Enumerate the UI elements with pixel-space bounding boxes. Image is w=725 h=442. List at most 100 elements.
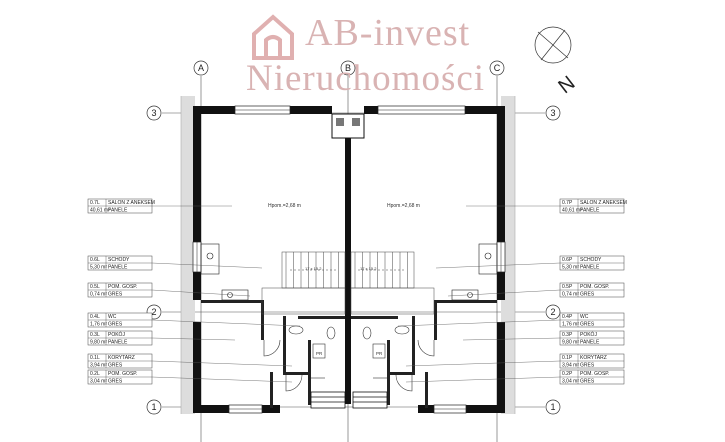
room-floor: GRES bbox=[580, 321, 595, 327]
room-area: 40,61 m² bbox=[90, 207, 110, 213]
room-name: WC bbox=[580, 314, 589, 320]
room-code: 0.2L bbox=[90, 371, 100, 377]
room-code: 0.7L bbox=[90, 200, 100, 206]
north-arrow: N bbox=[534, 26, 579, 98]
axis-bubble-c: C bbox=[489, 60, 505, 76]
axis-bubble-a: A bbox=[193, 60, 209, 76]
room-area: 5,30 m² bbox=[562, 264, 579, 270]
axis-label-a: A bbox=[198, 63, 204, 73]
room-code: 0.5P bbox=[562, 284, 573, 290]
room-floor: PANELE bbox=[580, 339, 600, 345]
watermark-line-1: AB-invest bbox=[305, 12, 471, 54]
room-name: SCHODY bbox=[108, 257, 130, 263]
room-floor: PANELE bbox=[580, 264, 600, 270]
axis-bubble-3-left: 3 bbox=[146, 105, 162, 121]
stairs-note-left: 17 x 15,2 bbox=[305, 266, 322, 271]
room-floor: PANELE bbox=[108, 207, 128, 213]
logo-house-icon bbox=[252, 14, 294, 60]
axis-label-3-right: 3 bbox=[550, 108, 555, 118]
room-floor: GRES bbox=[108, 321, 123, 327]
room-code: 0.7P bbox=[562, 200, 573, 206]
room-name: POM. GOSP. bbox=[108, 284, 137, 290]
axis-bubble-2-right: 2 bbox=[545, 304, 561, 320]
room-area: 0,74 m² bbox=[90, 291, 107, 297]
axis-bubble-1-left: 1 bbox=[146, 399, 162, 415]
ceiling-height-left: Hpom.=2,68 m bbox=[268, 203, 301, 209]
chimney-ducts bbox=[331, 113, 365, 139]
room-area: 3,04 m² bbox=[90, 378, 107, 384]
room-name: WC bbox=[108, 314, 117, 320]
room-floor: GRES bbox=[108, 362, 123, 368]
room-code: 0.6P bbox=[562, 257, 573, 263]
room-floor: GRES bbox=[108, 291, 123, 297]
room-area: 9,80 m² bbox=[90, 339, 107, 345]
window-glazing bbox=[196, 109, 502, 410]
axis-bubble-b: B bbox=[340, 60, 356, 76]
room-floor: PANELE bbox=[108, 339, 128, 345]
stairs-note-right: 17 x 15,2 bbox=[360, 266, 377, 271]
axis-label-1-right: 1 bbox=[550, 402, 555, 412]
room-code: 0.4L bbox=[90, 314, 100, 320]
room-name: POM. GOSP. bbox=[580, 284, 609, 290]
room-area: 0,74 m² bbox=[562, 291, 579, 297]
room-name: KORYTARZ bbox=[580, 355, 607, 361]
room-name: SCHODY bbox=[580, 257, 602, 263]
room-area: 3,94 m² bbox=[90, 362, 107, 368]
room-code: 0.1L bbox=[90, 355, 100, 361]
room-code: 0.3L bbox=[90, 332, 100, 338]
room-area: 9,80 m² bbox=[562, 339, 579, 345]
room-floor: GRES bbox=[580, 291, 595, 297]
room-name: KORYTARZ bbox=[108, 355, 135, 361]
axis-label-1-left: 1 bbox=[151, 402, 156, 412]
room-name: SALON Z ANEKSEM bbox=[108, 200, 155, 206]
room-name: POM. GOSP. bbox=[580, 371, 609, 377]
exterior-walls bbox=[193, 106, 505, 413]
axis-label-2-right: 2 bbox=[550, 307, 555, 317]
room-area: 1,76 m² bbox=[562, 321, 579, 327]
watermark-line-2: Nieruchomości bbox=[246, 58, 486, 99]
axis-label-b: B bbox=[345, 63, 351, 73]
room-name: POM. GOSP. bbox=[108, 371, 137, 377]
axis-label-2-left: 2 bbox=[151, 307, 156, 317]
room-area: 3,94 m² bbox=[562, 362, 579, 368]
room-floor: PANELE bbox=[580, 207, 600, 213]
kitchen-counters bbox=[200, 243, 498, 301]
room-floor: GRES bbox=[580, 362, 595, 368]
room-code: 0.5L bbox=[90, 284, 100, 290]
room-code: 0.4P bbox=[562, 314, 573, 320]
room-code: 0.1P bbox=[562, 355, 573, 361]
room-area: 1,76 m² bbox=[90, 321, 107, 327]
north-label: N bbox=[554, 72, 579, 98]
axis-label-c: C bbox=[494, 63, 501, 73]
axis-bubble-1-right: 1 bbox=[545, 399, 561, 415]
room-code: 0.3P bbox=[562, 332, 573, 338]
room-name: POKÓJ bbox=[580, 331, 597, 338]
doors bbox=[263, 339, 435, 392]
room-floor: GRES bbox=[108, 378, 123, 384]
small-room-label-left: PR bbox=[316, 351, 323, 356]
room-name: SALON Z ANEKSEM bbox=[580, 200, 627, 206]
room-code: 0.2P bbox=[562, 371, 573, 377]
room-floor: PANELE bbox=[108, 264, 128, 270]
room-area: 3,04 m² bbox=[562, 378, 579, 384]
small-room-label-right: PR bbox=[376, 351, 383, 356]
axis-bubble-3-right: 3 bbox=[545, 105, 561, 121]
axis-label-3-left: 3 bbox=[151, 108, 156, 118]
ceiling-height-right: Hpom.=2,68 m bbox=[387, 203, 420, 209]
staircase bbox=[261, 251, 435, 315]
